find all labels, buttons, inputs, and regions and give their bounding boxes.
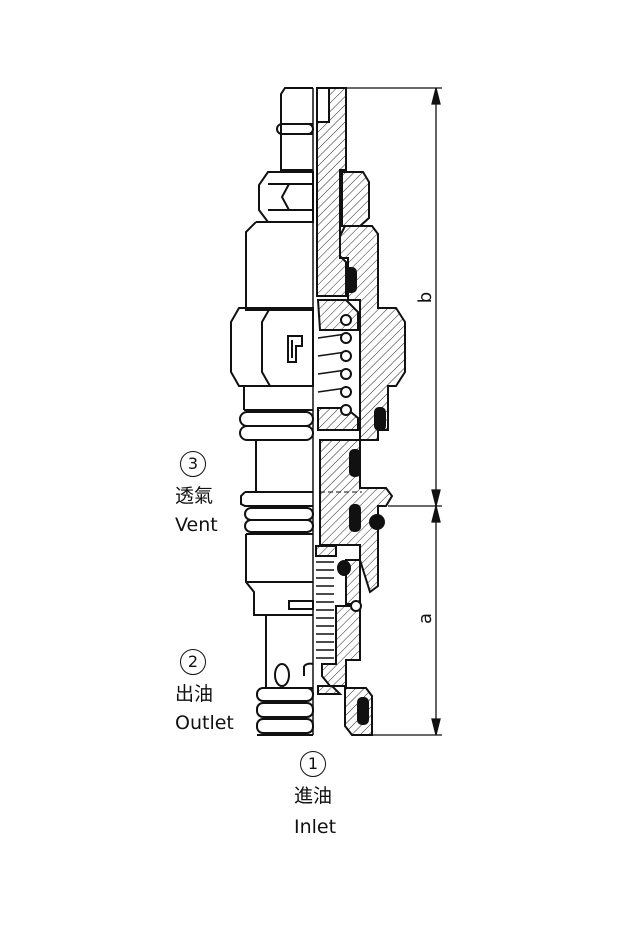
- port-number: 1: [300, 751, 326, 777]
- port-label-en: Outlet: [175, 712, 234, 734]
- port-label-zh: 出油: [175, 683, 214, 705]
- dimension-a-label: a: [415, 612, 437, 625]
- valve-exterior-half: [230, 87, 314, 736]
- port-label-zh: 透氣: [175, 485, 214, 507]
- dimension-lines: [346, 87, 442, 736]
- port-label-zh: 進油: [294, 785, 333, 807]
- port-number: 2: [180, 649, 206, 675]
- port-number: 3: [180, 451, 206, 477]
- port-label-en: Inlet: [294, 816, 337, 838]
- dimension-b-label: b: [415, 291, 437, 304]
- port-label-en: Vent: [175, 514, 218, 536]
- valve-section-half: [312, 87, 406, 736]
